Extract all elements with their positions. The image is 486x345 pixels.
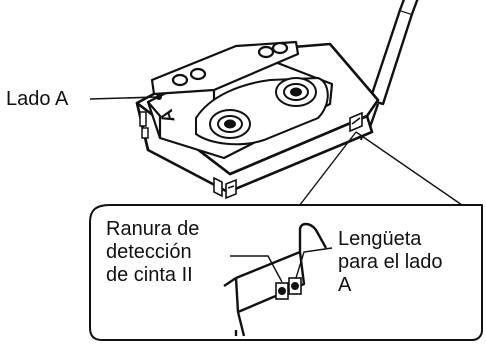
side-a-leader-line [89, 96, 158, 100]
cassette-window [195, 76, 329, 146]
side-a-pointer-dot [156, 94, 162, 100]
cassette-left-edge-marks [139, 111, 149, 139]
screwdriver-icon [360, 0, 419, 141]
cassette-front-tabs [213, 111, 363, 200]
cassette-side-letter: A [156, 107, 179, 125]
side-a-tab-label: Lengüeta para el lado A [338, 228, 443, 296]
zoomed-cassette-corner [223, 222, 328, 337]
cassette-top-ridge [150, 40, 300, 100]
zoom-leader-lines [230, 247, 333, 283]
tape-detection-slot-label: Ranura de detección de cinta II [106, 218, 200, 286]
zoomed-slot-and-tab [275, 277, 302, 300]
zoom-cone-lines [295, 131, 463, 211]
side-a-label: Lado A [6, 88, 69, 110]
